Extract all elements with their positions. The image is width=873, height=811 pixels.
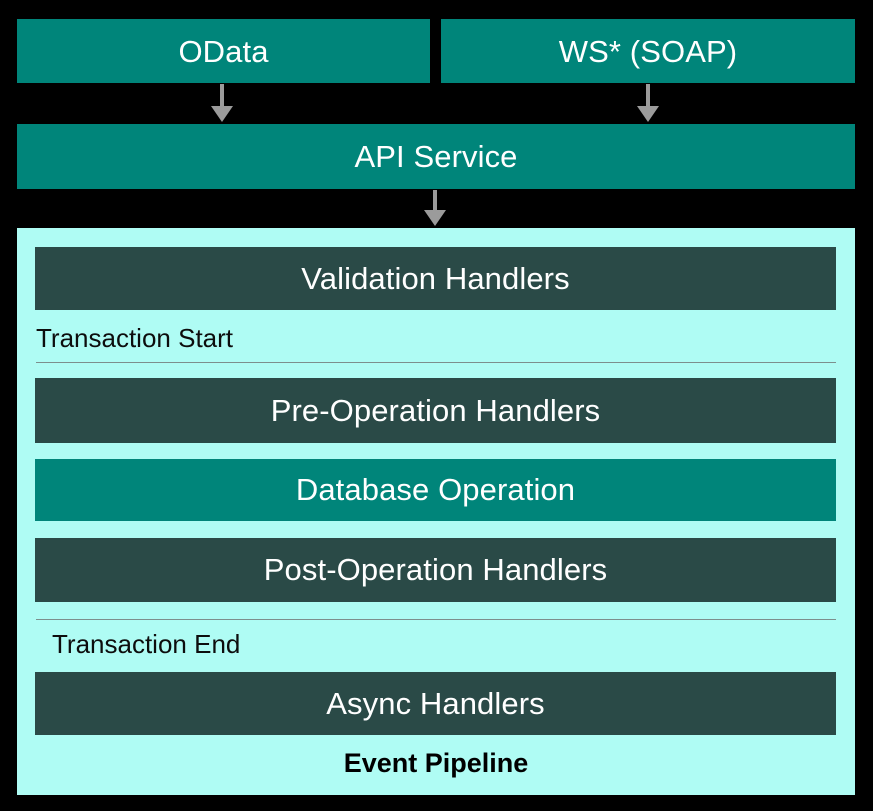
node-async-handlers[interactable]: Async Handlers (35, 672, 836, 735)
node-post-operation-handlers-label: Post-Operation Handlers (263, 552, 608, 587)
node-pre-operation-handlers-label: Pre-Operation Handlers (270, 392, 601, 428)
node-ws-soap[interactable]: WS* (SOAP) (441, 19, 855, 83)
node-odata[interactable]: OData (17, 19, 430, 83)
transaction-end-label: Transaction End (52, 629, 241, 659)
arrow-head (424, 210, 446, 226)
node-post-operation-handlers[interactable]: Post-Operation Handlers (35, 538, 836, 602)
node-database-operation-label: Database Operation (295, 472, 576, 507)
node-validation-handlers-label: Validation Handlers (301, 260, 570, 296)
arrow-head (637, 106, 659, 122)
arrow-head (211, 106, 233, 122)
node-database-operation[interactable]: Database Operation (35, 459, 836, 521)
arrow-shaft (433, 190, 437, 210)
arrow-shaft (646, 84, 650, 106)
node-ws-soap-label: WS* (SOAP) (558, 33, 738, 69)
node-api-service[interactable]: API Service (17, 124, 855, 189)
arrow-down-icon-odata-to-api (208, 84, 236, 122)
node-async-handlers-label: Async Handlers (326, 685, 545, 721)
arrow-shaft (220, 84, 224, 106)
transaction-start-label: Transaction Start (36, 323, 234, 353)
panel-event-pipeline-caption: Event Pipeline (343, 748, 529, 778)
node-pre-operation-handlers[interactable]: Pre-Operation Handlers (35, 378, 836, 443)
panel-event-pipeline: Validation Handlers Transaction Start Pr… (17, 228, 855, 795)
node-odata-label: OData (178, 33, 269, 69)
arrow-down-icon-ws-to-api (634, 84, 662, 122)
transaction-end-divider (36, 619, 836, 620)
arrow-down-icon-api-to-pipeline (421, 190, 449, 226)
node-validation-handlers[interactable]: Validation Handlers (35, 247, 836, 310)
transaction-start-divider (36, 362, 836, 363)
node-api-service-label: API Service (354, 139, 518, 174)
